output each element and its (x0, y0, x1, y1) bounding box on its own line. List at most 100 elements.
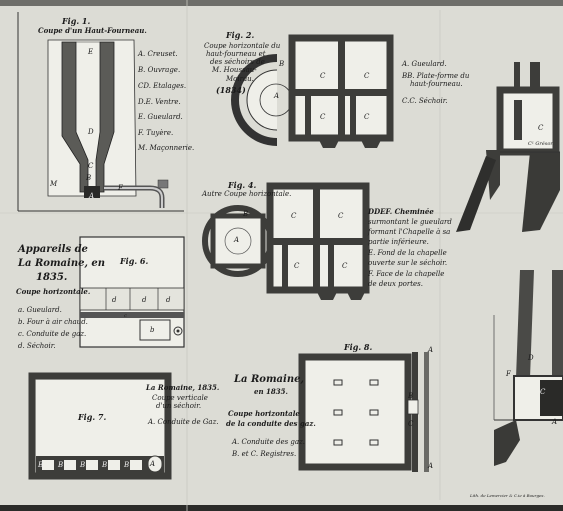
fig4-legend-6: ouverte sur le séchoir. (368, 259, 448, 267)
fig1-legend-a: A. Creuset. (138, 50, 178, 58)
fig2-caption-1: Coupe horizontale du (204, 42, 281, 50)
fig6-heading-2: La Romaine, en (18, 258, 106, 269)
fig8-letter-b: B (408, 392, 414, 400)
fig6-letter-b: b (150, 326, 155, 334)
fig8-legend-bc: B. et C. Registres. (232, 450, 297, 458)
fig4-legend-5: E. Fond de la chapelle (368, 249, 447, 257)
fig6-plan (79, 236, 185, 348)
fig4-letter-c2: C (338, 212, 344, 220)
fig2-legend-a: A. Gueulard. (402, 60, 447, 68)
fig7-letter-b2: B (80, 461, 86, 469)
fig8-caption-2: de la conduite des gaz. (226, 419, 316, 428)
fig1-legend-b: B. Ouvrage. (138, 66, 181, 74)
fig4-letter-b: B (243, 210, 249, 218)
fig4-title: Fig. 4. (228, 180, 257, 190)
fig1-furnace-section (17, 12, 184, 212)
fig4-legend-1: DDEF. Cheminée (368, 207, 434, 216)
fig1-letter-e: E (88, 48, 94, 56)
fig2-caption-4: M. Houssau- (212, 66, 257, 74)
fig4-letter-c3: C (294, 262, 300, 270)
fig2-caption-2: haut-fourneau et (206, 50, 266, 58)
fig8-legend-a: A. Conduite des gaz. (232, 438, 306, 446)
fig6-heading-1: Appareils de (18, 244, 88, 255)
fig7-letter-b1: B (58, 461, 64, 469)
fig7-letter-b3: B (102, 461, 108, 469)
fig1-letter-c: C (88, 162, 94, 170)
fig1-legend-e: E. Gueulard. (138, 113, 183, 121)
fig6-letter-d1: d (112, 296, 117, 304)
fig2-letter-c2: C (364, 72, 370, 80)
fig2-year: (1834) (216, 85, 246, 95)
fig8-letter-a2: A (428, 462, 434, 470)
fig5-letter-c: C (540, 388, 546, 396)
fig8-title: Fig. 8. (344, 342, 373, 352)
fig8-letter-c: C (408, 420, 414, 428)
fig3-partial-section (456, 62, 560, 232)
fig7-letter-b4: B (124, 461, 130, 469)
fig7-section (28, 372, 172, 480)
fig4-legend-7: F. Face de la chapelle (368, 270, 445, 278)
fig3-note: C¹ Grésor. (528, 141, 554, 147)
fig4-plan (202, 182, 370, 300)
fig2-letter-a: A (274, 92, 280, 100)
fig6-caption: Coupe horizontale. (16, 287, 91, 296)
fig6-title: Fig. 6. (120, 256, 149, 266)
fig8-letter-a1: A (428, 346, 434, 354)
fig2-caption-5: Moirau. (226, 75, 254, 83)
fig4-legend-3: formant l'Chapelle à sa (368, 228, 451, 236)
fig1-letter-a: A (89, 192, 95, 200)
fig7-title: Fig. 7. (78, 412, 107, 422)
fig4-legend-2: surmontant le gueulard (368, 218, 452, 226)
fig1-subtitle: Coupe d'un Haut-Fourneau. (38, 26, 147, 35)
fig4-caption: Autre Coupe horizontale. (202, 190, 292, 198)
fig8-heading-1: La Romaine, (234, 374, 304, 385)
fig1-title: Fig. 1. (62, 16, 91, 26)
fig2-title: Fig. 2. (226, 30, 255, 40)
fig6-legend-b: b. Four à air chaud. (18, 318, 88, 326)
fig6-letter-d3: d (166, 296, 171, 304)
fig1-letter-f: F (118, 184, 123, 192)
fig6-letter-d2: d (142, 296, 147, 304)
fig1-letter-d: D (88, 128, 94, 136)
fig2-caption-3: des séchoirs de (210, 58, 265, 66)
fig4-letter-c1: C (291, 212, 297, 220)
lithographer-credit: Lith. de Lemercier & C.ie à Bourges. (470, 493, 545, 498)
fig5-letter-d: D (528, 354, 534, 362)
fig3-letter-c: C (538, 124, 544, 132)
fig2-letter-c4: C (364, 113, 370, 121)
fig1-legend-cd: CD. Etalages. (138, 82, 187, 90)
fig7-caption-2: d'un séchoir. (156, 402, 202, 410)
fig1-legend-m: M. Maçonnerie. (138, 144, 195, 152)
fig8-caption-1: Coupe horizontale (228, 409, 300, 418)
fig2-legend-bb2: haut-fourneau. (410, 80, 463, 88)
fig6-legend-c: c. Conduite de gaz. (18, 330, 87, 338)
fig7-caption-1: Coupe verticale (152, 394, 208, 402)
fig8-plan (298, 352, 429, 472)
fig8-heading-2: en 1835. (254, 387, 288, 396)
fig6-heading-3: 1835. (36, 272, 68, 283)
fig5-letter-a: A (552, 418, 558, 426)
fig7-letter-a: A (150, 460, 156, 468)
fig2-letter-c1: C (320, 72, 326, 80)
fig2-legend-bb: BB. Plate-forme du (402, 72, 470, 80)
fig1-letter-m: M (50, 180, 58, 188)
fig4-legend-8: de deux portes. (368, 280, 423, 288)
fig1-legend-f: F. Tuyère. (138, 129, 174, 137)
fig7-legend: A. Conduite de Gaz. (148, 418, 219, 426)
fig6-legend-a: a. Gueulard. (18, 306, 62, 314)
fig5-letter-f: F (506, 370, 511, 378)
fig2-letter-b: B (279, 60, 285, 68)
fig1-legend-de: D.E. Ventre. (138, 98, 181, 106)
fig6-letter-c: c (124, 313, 127, 319)
fig1-letter-b: B (86, 174, 92, 182)
fig6-legend-d: d. Séchoir. (18, 342, 56, 350)
fig2-plan-dryers (231, 34, 394, 148)
fig4-letter-a: A (234, 236, 240, 244)
fig5-furnace-base (493, 270, 563, 466)
fig4-letter-c4: C (342, 262, 348, 270)
fig7-letter-b5: B (38, 461, 44, 469)
fig2-legend-cc: C.C. Séchoir. (402, 97, 448, 105)
fig4-legend-4: partie inférieure. (368, 238, 429, 246)
